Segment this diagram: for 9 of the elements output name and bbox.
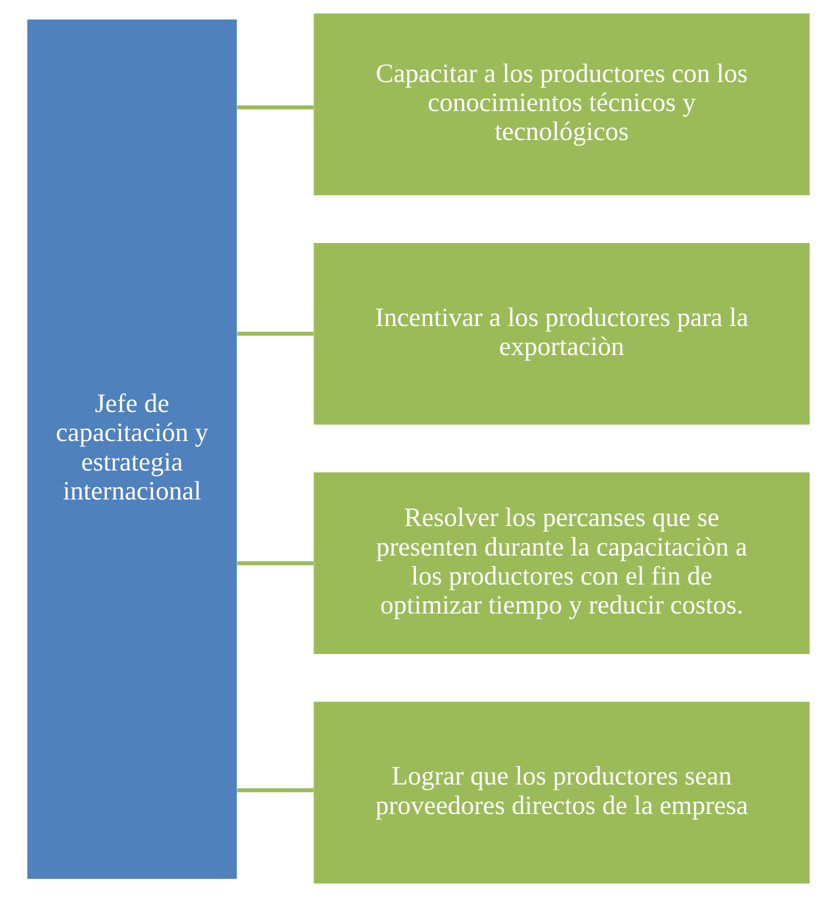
node-box: Lograr que los productores sean proveedores directos de la empresa bbox=[313, 702, 810, 884]
node-box: Incentivar a los productores para la exportaciòn bbox=[313, 242, 810, 425]
node-box: Resolver los percanses que se presenten durante la capacitaciòn a los productores con el fin de optimizar tiempo y reducir costos. bbox=[313, 472, 810, 654]
connector bbox=[236, 788, 314, 792]
connector bbox=[236, 105, 314, 110]
node-box: Capacitar a los productores con los conocimientos técnicos y tecnológicos bbox=[313, 14, 810, 196]
connector bbox=[236, 332, 314, 336]
connector bbox=[236, 561, 314, 566]
node-box: Jefe de capacitación y estrategia internacional bbox=[26, 20, 236, 879]
